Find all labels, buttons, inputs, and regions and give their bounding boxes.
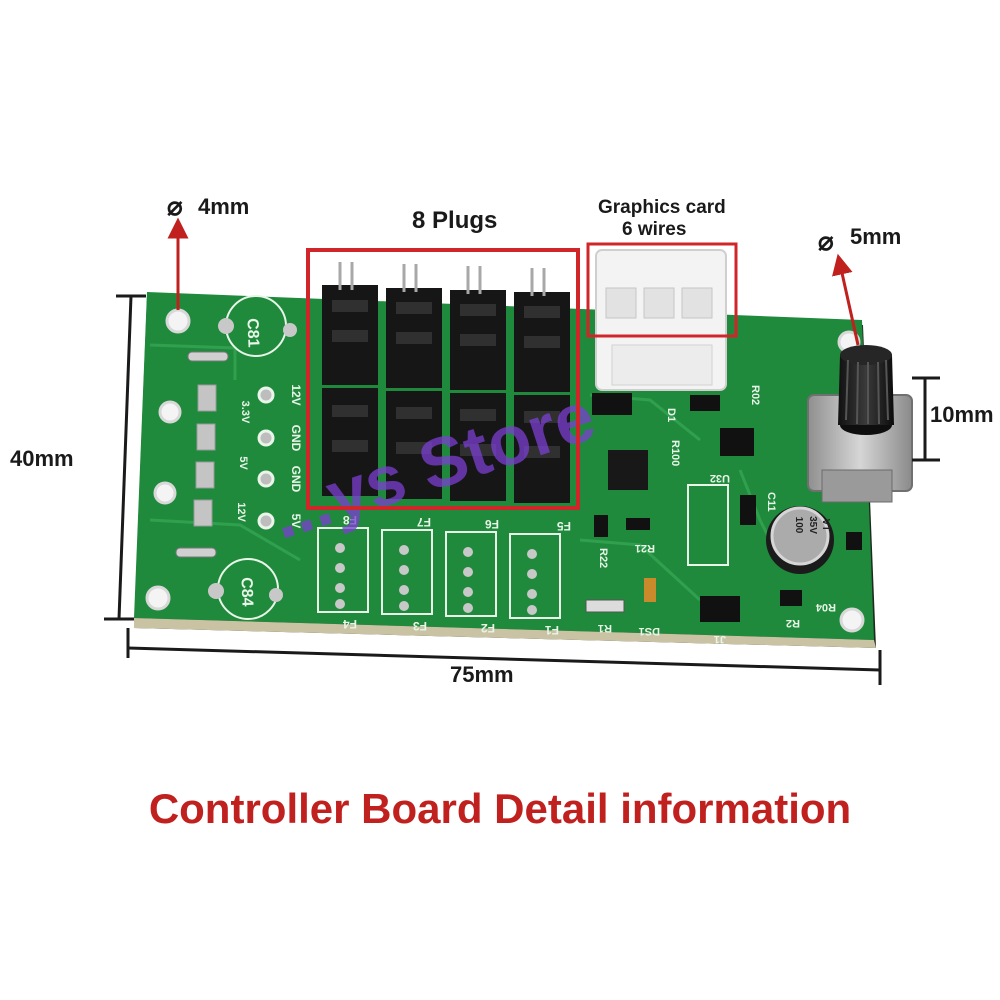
pin-label-gnd-2: GND <box>289 466 303 493</box>
fan-label-f5: F5 <box>557 519 571 533</box>
electrolytic-capacitor: 100 35V VT <box>766 506 834 574</box>
fan-label-f7: F7 <box>417 515 431 529</box>
cap-pad-top: C81 <box>218 295 297 357</box>
graphics-connector-highlight-box <box>586 242 738 338</box>
diameter-icon: ⌀ <box>818 226 834 256</box>
cap-pad-bottom: C84 <box>208 558 283 620</box>
silk-r100: R100 <box>669 440 681 466</box>
pin-label-gnd-1: GND <box>289 425 303 452</box>
power-input-pads: 12V GND GND 5V 3.3V 5V 12V <box>175 351 303 558</box>
knob-height-label: 10mm <box>930 402 994 427</box>
silk-r1: R1 <box>598 622 612 634</box>
height-dimension <box>104 294 146 621</box>
fan-label-f6: F6 <box>485 517 499 531</box>
silk-c11: C11 <box>765 492 777 512</box>
smd-components: R02 D1 R100 U32 R22 R21 R1 DS1 J1 R2 R04… <box>585 385 862 645</box>
silk-r21: R21 <box>635 542 655 554</box>
silk-d1: D1 <box>665 408 677 422</box>
hole-diameter-label: 4mm <box>198 194 249 219</box>
silk-ds1: DS1 <box>639 625 660 637</box>
fan-label-f2: F2 <box>481 621 495 635</box>
fan-label-f3: F3 <box>413 619 427 633</box>
plugs-label: 8 Plugs <box>412 207 497 234</box>
silk-r22: R22 <box>597 548 609 568</box>
potentiometer <box>807 345 913 503</box>
caption: Controller Board Detail information <box>148 785 852 832</box>
cap-label-bottom: C84 <box>237 577 255 607</box>
fan-header-footprints: F4 F3 F2 F1 <box>317 527 561 637</box>
silk-r2: R2 <box>786 617 800 629</box>
pin-label-5v: 5V <box>289 514 303 529</box>
knob-height-dimension <box>912 376 940 462</box>
cap-value: 100 <box>793 517 804 534</box>
graphics-wires-label: 6 wires <box>622 219 686 240</box>
plugs-highlight-box <box>306 248 580 510</box>
fan-label-f1: F1 <box>545 623 559 637</box>
fan-headers: F8 F7 F6 F5 <box>322 262 571 533</box>
silk-r04: R04 <box>815 601 836 613</box>
knob-diameter-label: 5mm <box>850 224 901 249</box>
width-dimension <box>126 628 882 685</box>
cap-brand: VT <box>820 519 831 532</box>
silk-j1: J1 <box>714 633 726 645</box>
rail-label-5v: 5V <box>237 456 249 470</box>
height-label: 40mm <box>10 446 74 471</box>
fan-label-f4: F4 <box>343 617 357 631</box>
pin-label-12v: 12V <box>289 384 303 405</box>
rail-label-3v3: 3.3V <box>239 401 251 424</box>
graphics-card-label: Graphics card <box>598 197 726 218</box>
cap-voltage: 35V <box>807 516 818 534</box>
width-label: 75mm <box>450 662 514 687</box>
rail-label-12v: 12V <box>235 502 247 522</box>
fan-label-f8: F8 <box>343 513 357 527</box>
diameter-icon: ⌀ <box>167 191 183 221</box>
knob-arrow <box>832 253 860 346</box>
graphics-card-connector <box>595 249 727 391</box>
silk-r02: R02 <box>749 385 761 405</box>
silk-u32: U32 <box>710 472 730 484</box>
knob <box>838 345 894 435</box>
cap-label-top: C81 <box>243 318 261 348</box>
